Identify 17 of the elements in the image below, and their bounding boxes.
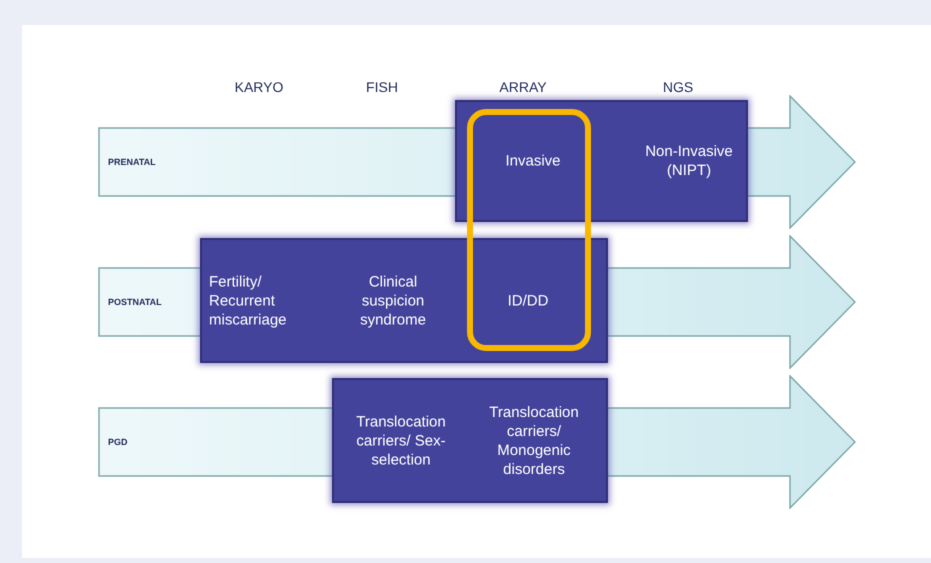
box-text: Fertility/ Recurrent miscarriage — [209, 272, 288, 329]
column-heading: NGS — [662, 78, 694, 97]
box-text: ID/DD — [506, 291, 550, 310]
row-label: PGD — [108, 436, 128, 449]
box-text: Invasive — [504, 152, 562, 170]
box-text: Clinical suspicion syndrome — [359, 272, 427, 329]
column-heading: KARYO — [234, 78, 284, 97]
row-label: PRENATAL — [108, 156, 156, 169]
column-heading: FISH — [365, 78, 399, 97]
row-label: POSTNATAL — [108, 296, 162, 309]
category-box — [200, 238, 608, 363]
box-text: Non-Invasive (NIPT) — [644, 142, 734, 180]
category-box — [455, 100, 748, 222]
category-box — [332, 378, 608, 503]
box-text: Translocation carriers/ Sex-selection — [355, 412, 447, 469]
column-heading: ARRAY — [498, 78, 548, 97]
box-text: Translocation carriers/ Monogenic disorders — [488, 402, 580, 478]
